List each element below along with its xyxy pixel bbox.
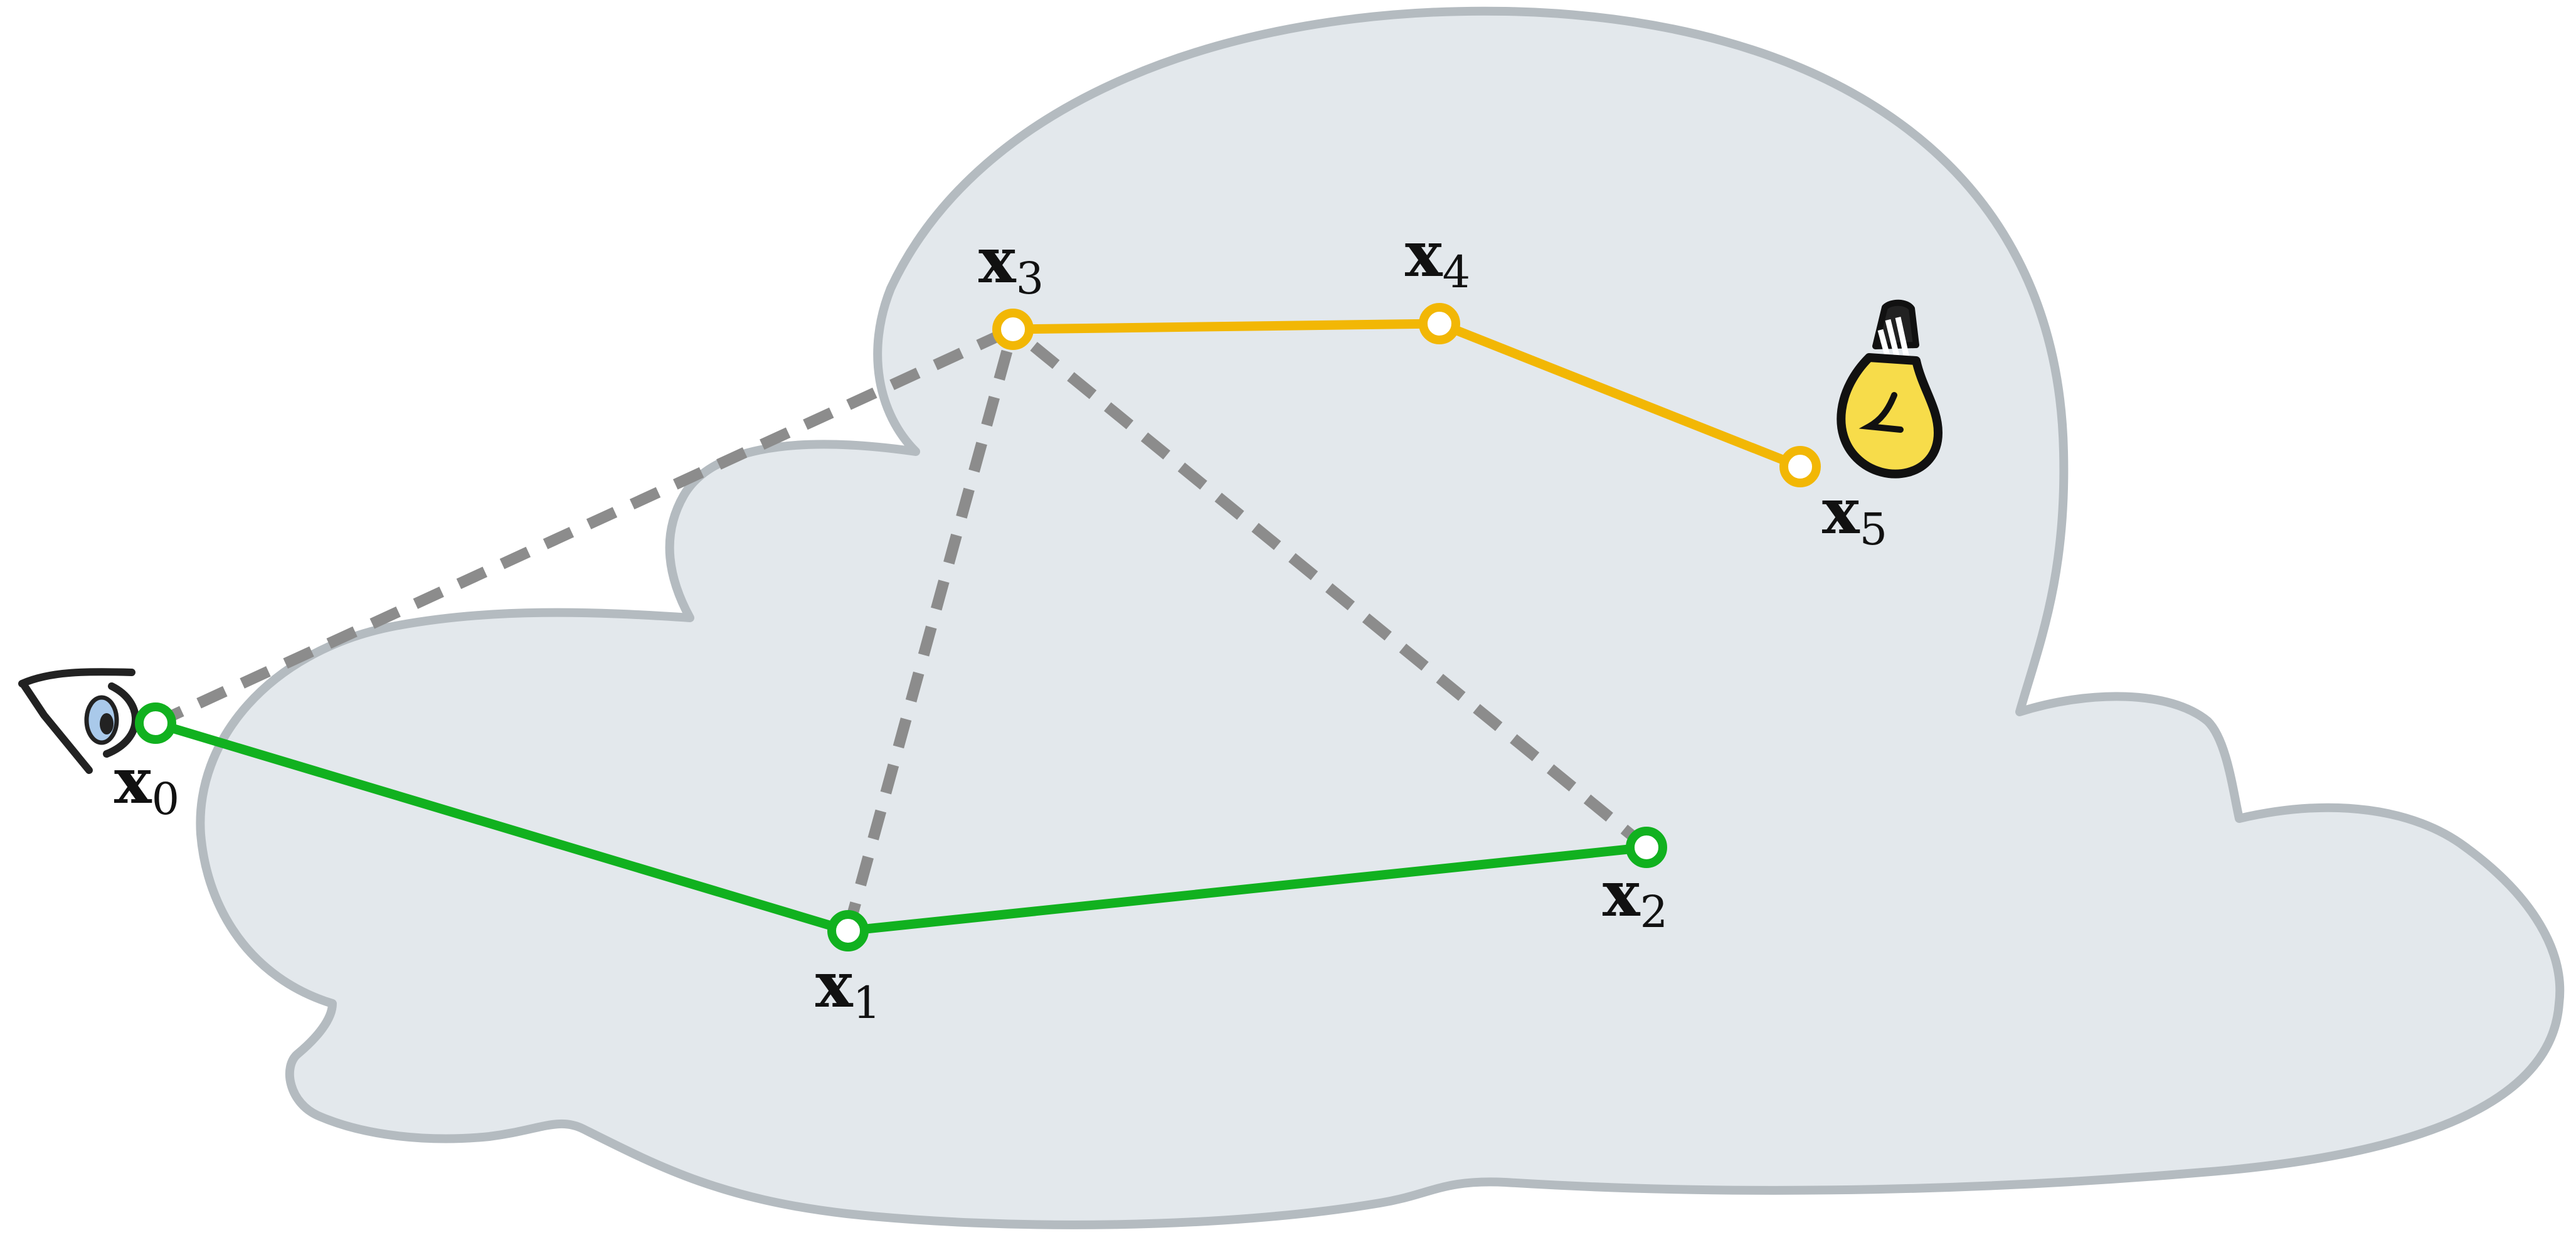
- label-x3: x3: [978, 223, 1044, 304]
- label-x1: x1: [815, 948, 881, 1029]
- path-segments: [151, 319, 1805, 936]
- camera-path-segment-x0-x1: [151, 718, 853, 936]
- path-vertices: [135, 303, 1821, 951]
- connection-x2-x3: [1009, 325, 1650, 852]
- label-x4: x4: [1405, 217, 1470, 298]
- vertex-x3: [992, 309, 1034, 350]
- connection-lines: [153, 324, 1650, 933]
- vertex-x4: [1419, 303, 1460, 344]
- vertex-x5: [1779, 446, 1821, 487]
- camera-path-segment-x1-x2: [843, 842, 1651, 936]
- light-path-segment-x3-x4: [1008, 319, 1444, 334]
- vertex-x2: [1626, 827, 1667, 868]
- label-x2: x2: [1603, 857, 1668, 938]
- participating-medium-cloud: [196, 6, 2565, 1229]
- light-path-segment-x4-x5: [1434, 319, 1805, 472]
- label-x5: x5: [1822, 474, 1887, 555]
- light-bulb-icon: [1837, 299, 1943, 479]
- label-x0: x0: [114, 744, 179, 825]
- connection-x0-x3: [153, 324, 1015, 729]
- vertex-x1: [827, 910, 869, 951]
- connection-x1-x3: [842, 327, 1019, 933]
- vertex-x0: [135, 702, 176, 744]
